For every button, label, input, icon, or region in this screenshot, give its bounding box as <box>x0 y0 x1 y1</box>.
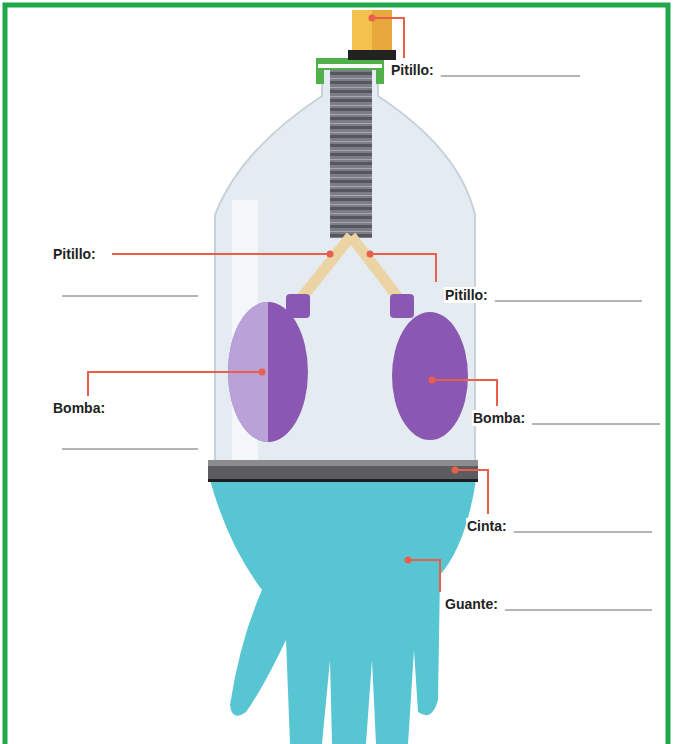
straw-tape-wrap <box>330 70 372 238</box>
answer-line <box>505 610 652 611</box>
leader-line <box>372 18 404 58</box>
leader-line <box>408 560 440 592</box>
leader-dot <box>367 251 374 258</box>
part-label: Pitillo: <box>390 62 435 78</box>
branch-straws <box>300 236 400 300</box>
balloon <box>392 312 468 440</box>
leader-lines <box>88 18 497 592</box>
part-label: Pitillo: <box>52 246 97 262</box>
leader-dot <box>369 15 376 22</box>
leader-dot <box>259 369 266 376</box>
straw <box>352 10 392 54</box>
leader-dots <box>259 15 459 564</box>
glove <box>210 480 476 744</box>
tape-edge <box>208 479 478 482</box>
part-label: Bomba: <box>472 410 526 426</box>
leader-dot <box>327 251 334 258</box>
leader-dot <box>429 377 436 384</box>
leader-line <box>88 372 262 396</box>
balloon-neck <box>390 294 414 318</box>
answer-line <box>514 532 652 533</box>
answer-line <box>495 301 642 302</box>
leader-line <box>455 470 488 514</box>
leader-dot <box>452 467 459 474</box>
leader-line <box>112 253 330 255</box>
answer-line <box>62 449 198 450</box>
answer-line <box>441 76 580 77</box>
part-label: Cinta: <box>466 518 508 534</box>
leader-line <box>432 380 497 406</box>
leader-dot <box>405 557 412 564</box>
part-label: Bomba: <box>52 400 106 416</box>
part-label: Pitillo: <box>444 287 489 303</box>
tape-top <box>208 460 478 466</box>
answer-line <box>532 424 660 425</box>
answer-line <box>62 296 198 297</box>
bottle-rim <box>318 64 382 68</box>
straw-band <box>348 50 396 60</box>
part-label: Guante: <box>444 596 499 612</box>
frame <box>5 5 668 744</box>
tape <box>208 460 478 482</box>
leader-line <box>370 254 436 282</box>
